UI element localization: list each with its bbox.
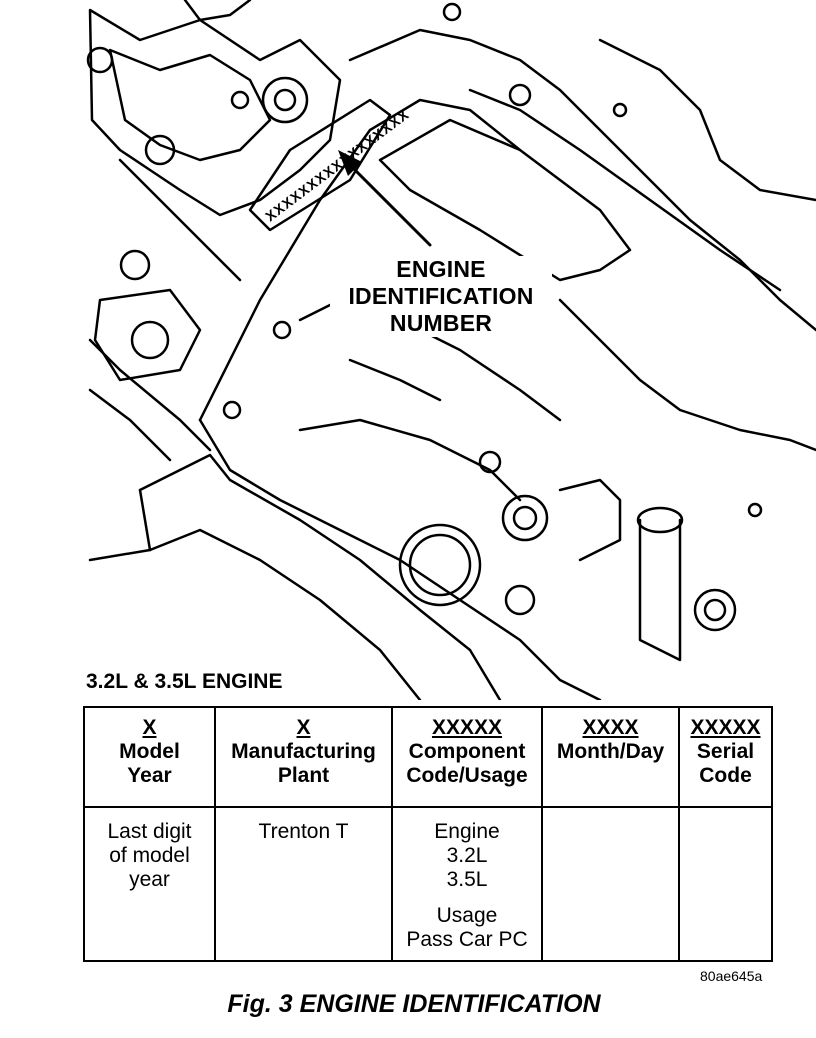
table-row: Last digit of model year Trenton T Engin… bbox=[83, 806, 773, 962]
pipe bbox=[638, 518, 682, 662]
bolt-6 bbox=[230, 90, 250, 110]
engine-label: 3.2L & 3.5L ENGINE bbox=[86, 670, 289, 694]
block-edge bbox=[198, 98, 522, 422]
figure-caption: Fig. 3 ENGINE IDENTIFICATION bbox=[227, 990, 601, 1018]
plug-3 bbox=[504, 584, 536, 616]
table-header-row: X Model Year X Manufacturing Plant XXXXX… bbox=[83, 706, 773, 808]
lower-left-line-3 bbox=[88, 548, 152, 562]
top-bolt bbox=[442, 2, 462, 22]
bolt-4 bbox=[261, 76, 309, 124]
cell-line: Usage bbox=[436, 904, 498, 927]
plug-4 bbox=[693, 588, 737, 632]
header-plant: X Manufacturing Plant bbox=[214, 706, 393, 808]
frame-end bbox=[138, 488, 152, 552]
header-label: Component bbox=[408, 740, 526, 763]
header-component: XXXXX Component Code/Usage bbox=[391, 706, 543, 808]
bolt-5 bbox=[273, 88, 297, 112]
head-pad bbox=[378, 118, 632, 282]
upper-left-bracket bbox=[88, 8, 342, 217]
cell-model-year: Last digit of model year bbox=[83, 806, 216, 962]
header-label: Model bbox=[119, 740, 180, 763]
header-serial-code: XXXXX Serial Code bbox=[678, 706, 773, 808]
header-code: XXXX bbox=[582, 716, 639, 739]
callout-line-2: IDENTIFICATION bbox=[348, 283, 534, 309]
frame-tube-bottom bbox=[148, 528, 422, 700]
engine-id-number-callout: ENGINE IDENTIFICATION NUMBER bbox=[330, 256, 552, 337]
cell-line: 3.5L bbox=[446, 868, 488, 891]
bolt-8 bbox=[508, 83, 532, 107]
cell-plant: Trenton T bbox=[214, 806, 393, 962]
head-ridge bbox=[468, 88, 782, 292]
plug-1 bbox=[501, 494, 549, 542]
bracket-inner bbox=[108, 48, 272, 162]
plug-4-inner bbox=[703, 598, 727, 622]
cell-month-day bbox=[541, 806, 680, 962]
header-label: Plant bbox=[277, 764, 330, 787]
header-code: XXXXX bbox=[690, 716, 761, 739]
plug-2-inner bbox=[408, 533, 472, 597]
lower-left-line-2 bbox=[88, 388, 172, 462]
lower-left-line bbox=[88, 338, 212, 452]
mount-bushing bbox=[93, 288, 202, 382]
header-label: Code bbox=[699, 764, 752, 787]
right-block bbox=[558, 478, 622, 562]
plug-1-inner bbox=[512, 505, 538, 531]
figure-reference: 80ae645a bbox=[700, 968, 763, 984]
header-label: Serial bbox=[696, 740, 755, 763]
header-model-year: X Model Year bbox=[83, 706, 216, 808]
engine-line-drawing: XXXXXXXXXXXXXXXXX bbox=[86, 0, 816, 700]
bolt-1 bbox=[86, 46, 114, 74]
header-label: Code/Usage bbox=[406, 764, 528, 787]
cell-line: of model bbox=[109, 844, 190, 867]
plug-2 bbox=[398, 523, 482, 607]
header-code: XXXXX bbox=[431, 716, 503, 739]
cell-line: Last digit bbox=[107, 820, 192, 843]
right-cover bbox=[598, 38, 816, 202]
plug-7 bbox=[272, 320, 292, 340]
callout-line-3: NUMBER bbox=[389, 310, 493, 336]
frame-tube-top bbox=[138, 453, 502, 700]
bolt-3 bbox=[119, 249, 151, 281]
callout-arrow-head bbox=[338, 150, 362, 176]
header-code: X bbox=[142, 716, 157, 739]
cell-line: Trenton T bbox=[258, 820, 349, 843]
bolt-2 bbox=[144, 134, 176, 166]
header-month-day: XXXX Month/Day bbox=[541, 706, 680, 808]
cell-component: Engine 3.2L 3.5L Usage Pass Car PC bbox=[391, 806, 543, 962]
cable bbox=[118, 158, 242, 282]
plug-5 bbox=[478, 450, 502, 474]
right-lower bbox=[558, 298, 816, 452]
mount-bushing-hole bbox=[130, 320, 170, 360]
header-code: X bbox=[296, 716, 311, 739]
cell-serial-code bbox=[678, 806, 773, 962]
callout-line-1: ENGINE bbox=[396, 256, 486, 282]
housing-rib-3 bbox=[348, 358, 442, 402]
cell-line: year bbox=[129, 868, 170, 891]
header-label: Manufacturing bbox=[231, 740, 376, 763]
plug-6 bbox=[222, 400, 242, 420]
cell-line: Engine bbox=[434, 820, 500, 843]
callout-arrow-shaft bbox=[348, 163, 432, 247]
top-detail bbox=[183, 0, 252, 22]
housing-rib-2 bbox=[298, 418, 522, 502]
bolt-7 bbox=[612, 102, 628, 118]
cell-line: 3.2L bbox=[446, 844, 488, 867]
bolt-9 bbox=[747, 502, 763, 518]
header-label: Month/Day bbox=[556, 740, 665, 763]
engine-id-table: X Model Year X Manufacturing Plant XXXXX… bbox=[83, 706, 773, 962]
id-pad bbox=[248, 98, 392, 232]
pipe-top bbox=[636, 506, 684, 534]
header-label: Year bbox=[127, 764, 172, 787]
cell-line: Pass Car PC bbox=[406, 928, 528, 951]
